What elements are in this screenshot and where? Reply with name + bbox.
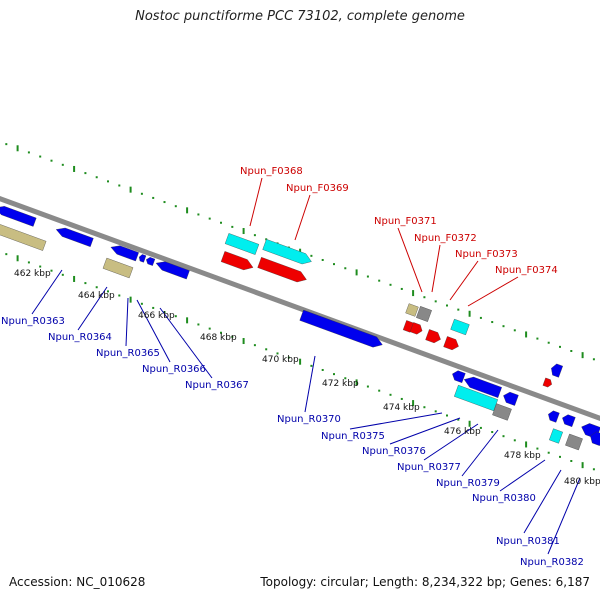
leader-r0366 (136, 299, 171, 363)
leader-f0373 (449, 260, 479, 301)
scale-labels: 462 kbp 464 kbp 466 kbp 468 kbp 470 kbp … (14, 269, 600, 487)
gene-r0380-a (548, 410, 560, 423)
scale-label-474: 474 kbp (383, 403, 420, 413)
gene-r0380-b (562, 414, 576, 427)
scale-label-462: 462 kbp (14, 269, 51, 279)
figure-title: Nostoc punctiforme PCC 73102, complete g… (135, 9, 465, 24)
gene-label-npun-f0372: Npun_F0372 (414, 233, 477, 244)
tick-rows (5, 143, 595, 471)
gene-label-npun-f0369: Npun_F0369 (286, 183, 349, 194)
gene-label-npun-r0370: Npun_R0370 (277, 414, 341, 425)
gene-pseudo-mid (102, 257, 134, 279)
gene-r0377-rna (454, 384, 498, 412)
gene-r0375-b (463, 376, 502, 398)
leader-r0377 (423, 423, 479, 461)
gene-f0368 (220, 251, 254, 271)
leader-r0376 (389, 417, 461, 445)
label-leader-lines (31, 177, 581, 555)
gene-label-npun-r0365: Npun_R0365 (96, 348, 160, 359)
leader-f0369 (294, 194, 311, 241)
gene-rna-small (450, 318, 470, 336)
gene-label-npun-f0368: Npun_F0368 (240, 166, 303, 177)
gene-label-npun-r0363: Npun_R0363 (1, 316, 65, 327)
leader-r0365 (125, 297, 129, 347)
gene-label-npun-f0373: Npun_F0373 (455, 249, 518, 260)
gene-f0368-rna (224, 233, 260, 255)
genome-summary-text: Topology: circular; Length: 8,234,322 bp… (260, 575, 590, 589)
gene-label-npun-r0377: Npun_R0377 (397, 462, 461, 473)
leader-f0371 (397, 227, 423, 293)
gene-r0370 (299, 309, 383, 348)
gene-label-npun-r0375: Npun_R0375 (321, 431, 385, 442)
leader-r0370 (304, 355, 316, 413)
gene-label-npun-r0380: Npun_R0380 (472, 493, 536, 504)
gene-r0381-rna (549, 428, 563, 444)
gene-r0365-b (139, 254, 147, 263)
gene-label-npun-r0382: Npun_R0382 (520, 557, 584, 568)
leader-f0372 (431, 244, 441, 293)
leader-r0363 (31, 269, 63, 315)
gene-r0365-a (110, 245, 139, 262)
gene-r0381-gray (565, 433, 583, 451)
leader-r0381 (523, 469, 562, 534)
scale-label-464: 464 kbp (78, 291, 115, 301)
gene-f0373 (425, 329, 441, 344)
scale-label-466: 466 kbp (138, 311, 175, 321)
gene-label-npun-r0379: Npun_R0379 (436, 478, 500, 489)
scale-label-480: 480 kbp (564, 477, 600, 487)
gene-r0375-a (452, 370, 466, 383)
scale-label-472: 472 kbp (322, 379, 359, 389)
forward-gene-labels: Npun_F0368 Npun_F0369 Npun_F0371 Npun_F0… (240, 166, 558, 276)
gene-r0379-b (542, 377, 552, 388)
accession-text: Accession: NC_010628 (9, 575, 146, 589)
genome-backbone (0, 195, 600, 422)
gene-label-npun-r0364: Npun_R0364 (48, 332, 112, 343)
gene-label-npun-f0374: Npun_F0374 (495, 265, 558, 276)
gene-f0369-rna (262, 239, 312, 265)
leader-r0364 (77, 286, 108, 331)
scale-label-476: 476 kbp (444, 427, 481, 437)
gene-f0369 (257, 257, 307, 283)
leader-r0380 (499, 459, 546, 492)
scale-label-478: 478 kbp (504, 451, 541, 461)
gene-label-npun-r0381: Npun_R0381 (496, 536, 560, 547)
gene-f0374 (443, 336, 459, 351)
scale-label-470: 470 kbp (262, 355, 299, 365)
gene-label-npun-r0367: Npun_R0367 (185, 380, 249, 391)
gene-label-npun-r0376: Npun_R0376 (362, 446, 426, 457)
scale-label-468: 468 kbp (200, 333, 237, 343)
reverse-gene-labels: Npun_R0363 Npun_R0364 Npun_R0365 Npun_R0… (1, 316, 584, 568)
gene-r0364 (55, 227, 94, 247)
leader-f0368 (249, 177, 263, 227)
gene-r0366 (155, 261, 190, 280)
leader-r0367 (159, 307, 213, 379)
gene-r0377-gray (492, 403, 512, 421)
gene-f0371-pseudo (405, 303, 419, 317)
gene-features (0, 206, 600, 451)
gene-f0371 (416, 306, 432, 322)
gene-r0376 (503, 391, 519, 406)
leader-r0379 (461, 429, 499, 477)
gene-pseudo-left (0, 223, 47, 251)
gene-f0372-b (409, 322, 423, 335)
gene-r0382 (590, 431, 600, 446)
leader-r0375 (349, 412, 443, 430)
leader-f0374 (467, 276, 519, 307)
leader-r0382 (547, 477, 581, 555)
gene-label-npun-f0371: Npun_F0371 (374, 216, 437, 227)
gene-r0379-a (551, 363, 563, 378)
gene-label-npun-r0366: Npun_R0366 (142, 364, 206, 375)
gene-r0365-c (146, 257, 156, 266)
gene-r0363-a (0, 206, 37, 227)
